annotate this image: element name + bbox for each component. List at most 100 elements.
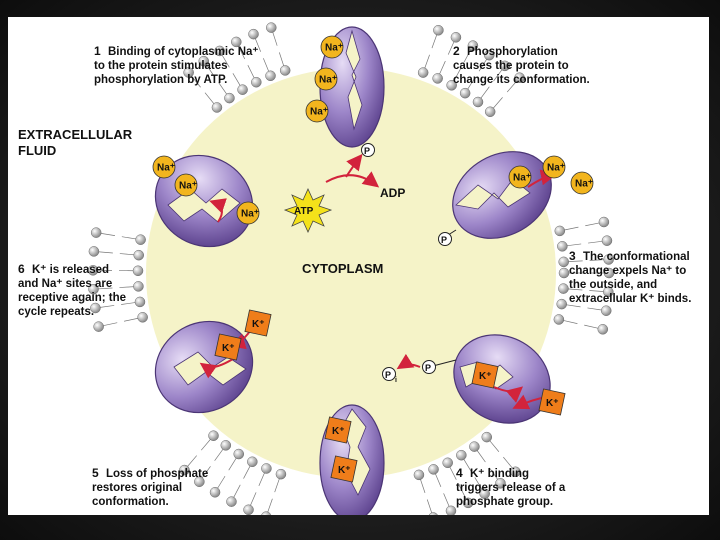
lipid-head	[432, 73, 443, 84]
step-3-text: 3 The conformational change expels Na⁺ t…	[569, 249, 691, 305]
k-ion-released: K⁺	[244, 309, 272, 337]
lipid-tail	[589, 259, 605, 261]
svg-text:K⁺: K⁺	[222, 343, 235, 354]
lipid-head	[88, 283, 99, 295]
lipid-head	[251, 76, 262, 88]
lipid-head	[499, 60, 511, 72]
lipid-head	[134, 296, 146, 308]
lipid-tail	[426, 499, 433, 514]
na-ion-step1-c: Na⁺	[305, 99, 329, 123]
lipid-head	[428, 464, 439, 475]
lipid-tail	[267, 498, 273, 513]
lipid-tail	[201, 466, 211, 479]
svg-text:Binding of cytoplasmic Na⁺: Binding of cytoplasmic Na⁺ to the protei…	[94, 46, 262, 86]
lipid-tail	[221, 54, 230, 68]
step-6-line-1: K⁺ is released	[32, 264, 109, 276]
svg-text:Loss of phosphate re: Loss of phosphate restores original conf…	[92, 468, 211, 508]
adp-label: ADP	[380, 186, 405, 200]
lipid-tail	[205, 64, 215, 77]
lipid-tail	[216, 475, 226, 490]
lipid-head	[231, 36, 242, 48]
lipid-head	[445, 505, 457, 515]
lipid-head	[597, 324, 609, 335]
lipid-head	[603, 254, 614, 265]
lipid-tail	[272, 31, 278, 46]
k-ion-step5: K⁺	[214, 333, 242, 361]
lipid-tail	[589, 290, 605, 292]
step-1-line-1: Binding of cytoplasmic Na⁺	[108, 46, 258, 58]
lipid-head	[279, 65, 291, 76]
step-4-number: 4	[456, 466, 463, 480]
svg-text:Na⁺: Na⁺	[157, 163, 175, 174]
lipid-head	[495, 478, 506, 489]
svg-text:K⁺: K⁺	[479, 371, 492, 382]
step-4-line-2: triggers release of a	[456, 482, 566, 494]
k-ion-step3-outside: K⁺	[538, 388, 566, 416]
step-6-line-3: receptive again; the	[18, 292, 126, 304]
lipid-tail	[186, 455, 198, 468]
lipid-tail	[567, 260, 583, 262]
step-5-line-3: conformation.	[92, 496, 169, 508]
lipid-tail	[565, 304, 581, 308]
lipid-head	[179, 464, 190, 476]
svg-text:1: 1	[94, 44, 101, 58]
k-ion-step4-b: K⁺	[330, 455, 358, 483]
extracellular-fluid-label: EXTRACELLULAR FLUID	[18, 127, 136, 158]
lipid-head	[558, 283, 569, 294]
step-2-text: 2 Phosphorylation causes the protein to …	[453, 44, 590, 86]
lipid-tail	[119, 286, 135, 288]
lipid-tail	[190, 75, 201, 88]
lipid-tail	[480, 86, 490, 99]
lipid-tail	[463, 48, 472, 63]
svg-text:Na⁺: Na⁺	[575, 179, 593, 190]
lipid-head	[87, 265, 99, 276]
lipid-head	[88, 246, 100, 257]
lipid-head	[558, 267, 570, 279]
lipid-tail	[228, 457, 237, 471]
svg-text:Na⁺: Na⁺	[179, 181, 197, 192]
lipid-tail	[449, 466, 457, 480]
pi-release-arrow	[396, 353, 421, 370]
svg-text:Na⁺: Na⁺	[547, 163, 565, 174]
lipid-head	[557, 241, 568, 252]
lipid-tail	[503, 456, 514, 469]
lipid-head	[211, 102, 223, 113]
lipid-head	[456, 449, 467, 461]
lipid-tail	[274, 477, 280, 493]
svg-text:Na⁺: Na⁺	[319, 75, 337, 86]
lipid-tail	[233, 484, 241, 499]
lipid-tail	[566, 243, 582, 247]
lipid-head	[467, 40, 479, 51]
lipid-tail	[254, 37, 262, 52]
step-3-line-1: The conformational	[583, 251, 690, 263]
lipid-tail	[585, 222, 601, 227]
lipid-tail	[443, 493, 450, 508]
svg-text:Na⁺: Na⁺	[310, 107, 328, 118]
step-4-line-3: phosphate group.	[456, 496, 553, 508]
lipid-tail	[584, 324, 599, 329]
lipid-tail	[218, 82, 228, 96]
svg-text:Na⁺: Na⁺	[241, 209, 259, 220]
lipid-head	[132, 265, 144, 277]
step-2-line-1: Phosphorylation	[467, 46, 558, 58]
k-ion-step4-a: K⁺	[324, 416, 352, 444]
lipid-tail	[466, 76, 476, 90]
svg-text:Na⁺: Na⁺	[325, 43, 343, 54]
lipid-head	[209, 487, 221, 498]
na-ion-step6-a: Na⁺	[152, 155, 176, 179]
lipid-head	[603, 286, 614, 298]
lipid-tail	[263, 58, 270, 73]
k-bind-arrow	[493, 386, 524, 403]
na-ion-step6-c: Na⁺	[236, 201, 260, 225]
lipid-head	[459, 87, 471, 99]
svg-text:K⁺ binding triggers: K⁺ binding triggers release of a phospha…	[456, 468, 569, 508]
lipid-head	[514, 72, 525, 83]
lipid-tail	[100, 232, 115, 236]
na-ion-expelled-a: Na⁺	[542, 155, 566, 179]
phosphate-step4: P	[422, 359, 457, 374]
lipid-head	[469, 441, 480, 452]
lipid-head	[558, 256, 569, 268]
lipid-head	[93, 321, 104, 332]
step-2-line-2: causes the protein to	[453, 60, 569, 72]
